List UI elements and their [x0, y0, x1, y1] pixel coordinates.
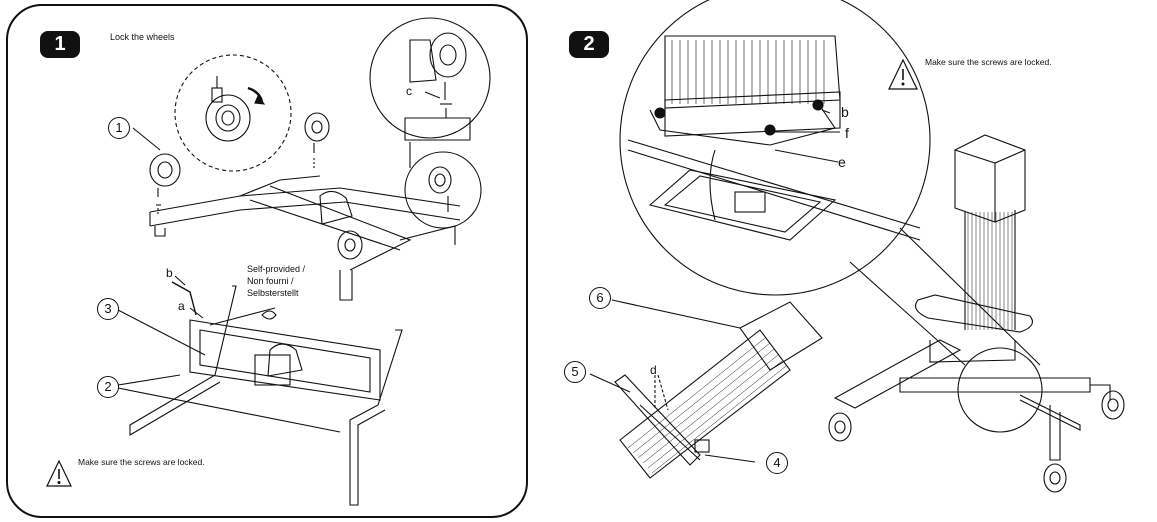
caster-wheel-detail-top	[404, 32, 471, 141]
callout-3: 3	[97, 298, 119, 320]
step-1-panel	[6, 4, 528, 518]
caster-wheel-detail-bottom	[428, 166, 452, 212]
assembled-cart	[833, 134, 1111, 461]
wheel-detail-circle-top	[369, 17, 491, 139]
callout-6: 6	[589, 287, 611, 309]
enclosure-with-fins	[649, 35, 841, 146]
step-1-badge: 1	[40, 31, 80, 58]
warning-text: Make sure the screws are locked.	[925, 57, 1052, 67]
part-letter-b: b	[841, 104, 849, 120]
mounting-screws	[654, 99, 824, 136]
step-2-badge: 2	[569, 31, 609, 58]
instruction-text: Lock the wheels	[110, 32, 175, 42]
caster-wheel-3	[337, 230, 363, 260]
warning-text: Make sure the screws are locked.	[78, 457, 205, 467]
caster-wheel-2	[304, 112, 330, 170]
wheel-detail-circle-bottom	[404, 151, 482, 229]
callout-2: 2	[97, 376, 119, 398]
callout-1: 1	[108, 117, 130, 139]
wheel-lock-detail-circle	[174, 54, 292, 172]
tool-note-line-3: Selbsterstellt	[247, 288, 299, 298]
part-letter-c: c	[406, 84, 412, 98]
warning-triangle-icon	[888, 58, 918, 90]
screw-and-wrench	[171, 281, 277, 326]
part-letter-e: e	[838, 154, 846, 170]
connector-detail-circle	[619, 0, 931, 296]
callout-4: 4	[766, 452, 788, 474]
part-letter-b: b	[166, 266, 173, 280]
lower-frame	[129, 285, 403, 506]
part-letter-f: f	[845, 125, 849, 141]
part-letter-a: a	[178, 299, 185, 313]
power-socket-plate	[648, 149, 837, 241]
tool-note-line-2: Non fourni /	[247, 276, 294, 286]
base-frame	[149, 175, 461, 301]
locking-wheel-detail	[205, 76, 266, 142]
caster-wheel-1	[149, 153, 181, 216]
cart-wheels	[828, 390, 1125, 493]
part-letter-d: d	[650, 363, 657, 377]
callout-5: 5	[564, 361, 586, 383]
warning-triangle-icon	[46, 459, 72, 487]
tool-note-line-1: Self-provided /	[247, 264, 306, 274]
